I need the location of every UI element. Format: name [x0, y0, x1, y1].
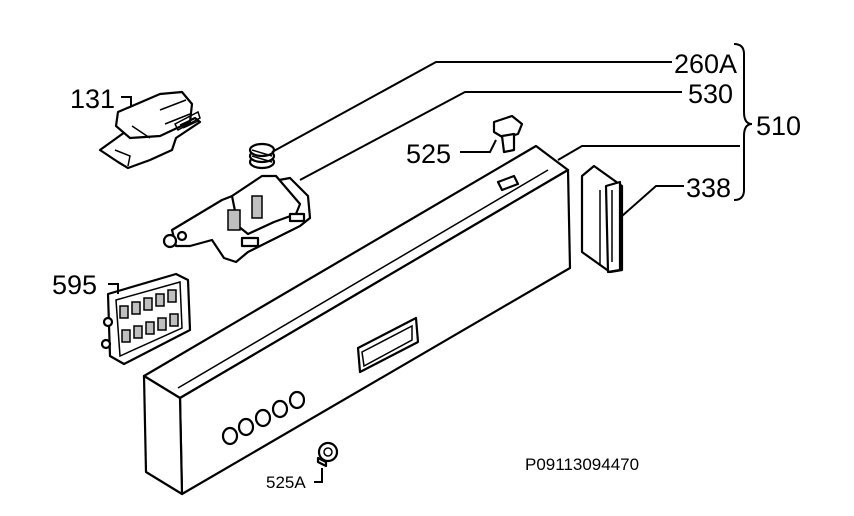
leader-131	[121, 96, 132, 106]
part-131-bracket	[98, 90, 202, 170]
leader-260a	[271, 61, 672, 153]
part-530-holder	[162, 174, 312, 264]
leader-530	[299, 91, 682, 181]
part-525-button	[492, 114, 524, 154]
drawing-code: P09113094470	[525, 455, 639, 474]
label-260a: 260A	[674, 49, 737, 79]
label-338: 338	[686, 173, 731, 203]
leader-525	[460, 139, 497, 153]
label-525a: 525A	[266, 473, 306, 492]
label-530: 530	[688, 79, 733, 109]
label-510: 510	[756, 111, 801, 141]
leader-510	[557, 145, 740, 161]
label-131: 131	[70, 84, 115, 114]
part-510-control-panel	[142, 144, 572, 496]
part-525a-knob	[316, 441, 339, 468]
part-595-module	[100, 272, 192, 366]
label-595: 595	[52, 270, 97, 300]
label-525: 525	[406, 139, 451, 169]
leader-595	[108, 283, 119, 294]
leader-525a	[314, 468, 323, 483]
leader-338	[621, 185, 684, 217]
group-brace	[733, 43, 753, 201]
part-338-strip	[580, 164, 624, 274]
part-260a-spring	[248, 142, 276, 170]
